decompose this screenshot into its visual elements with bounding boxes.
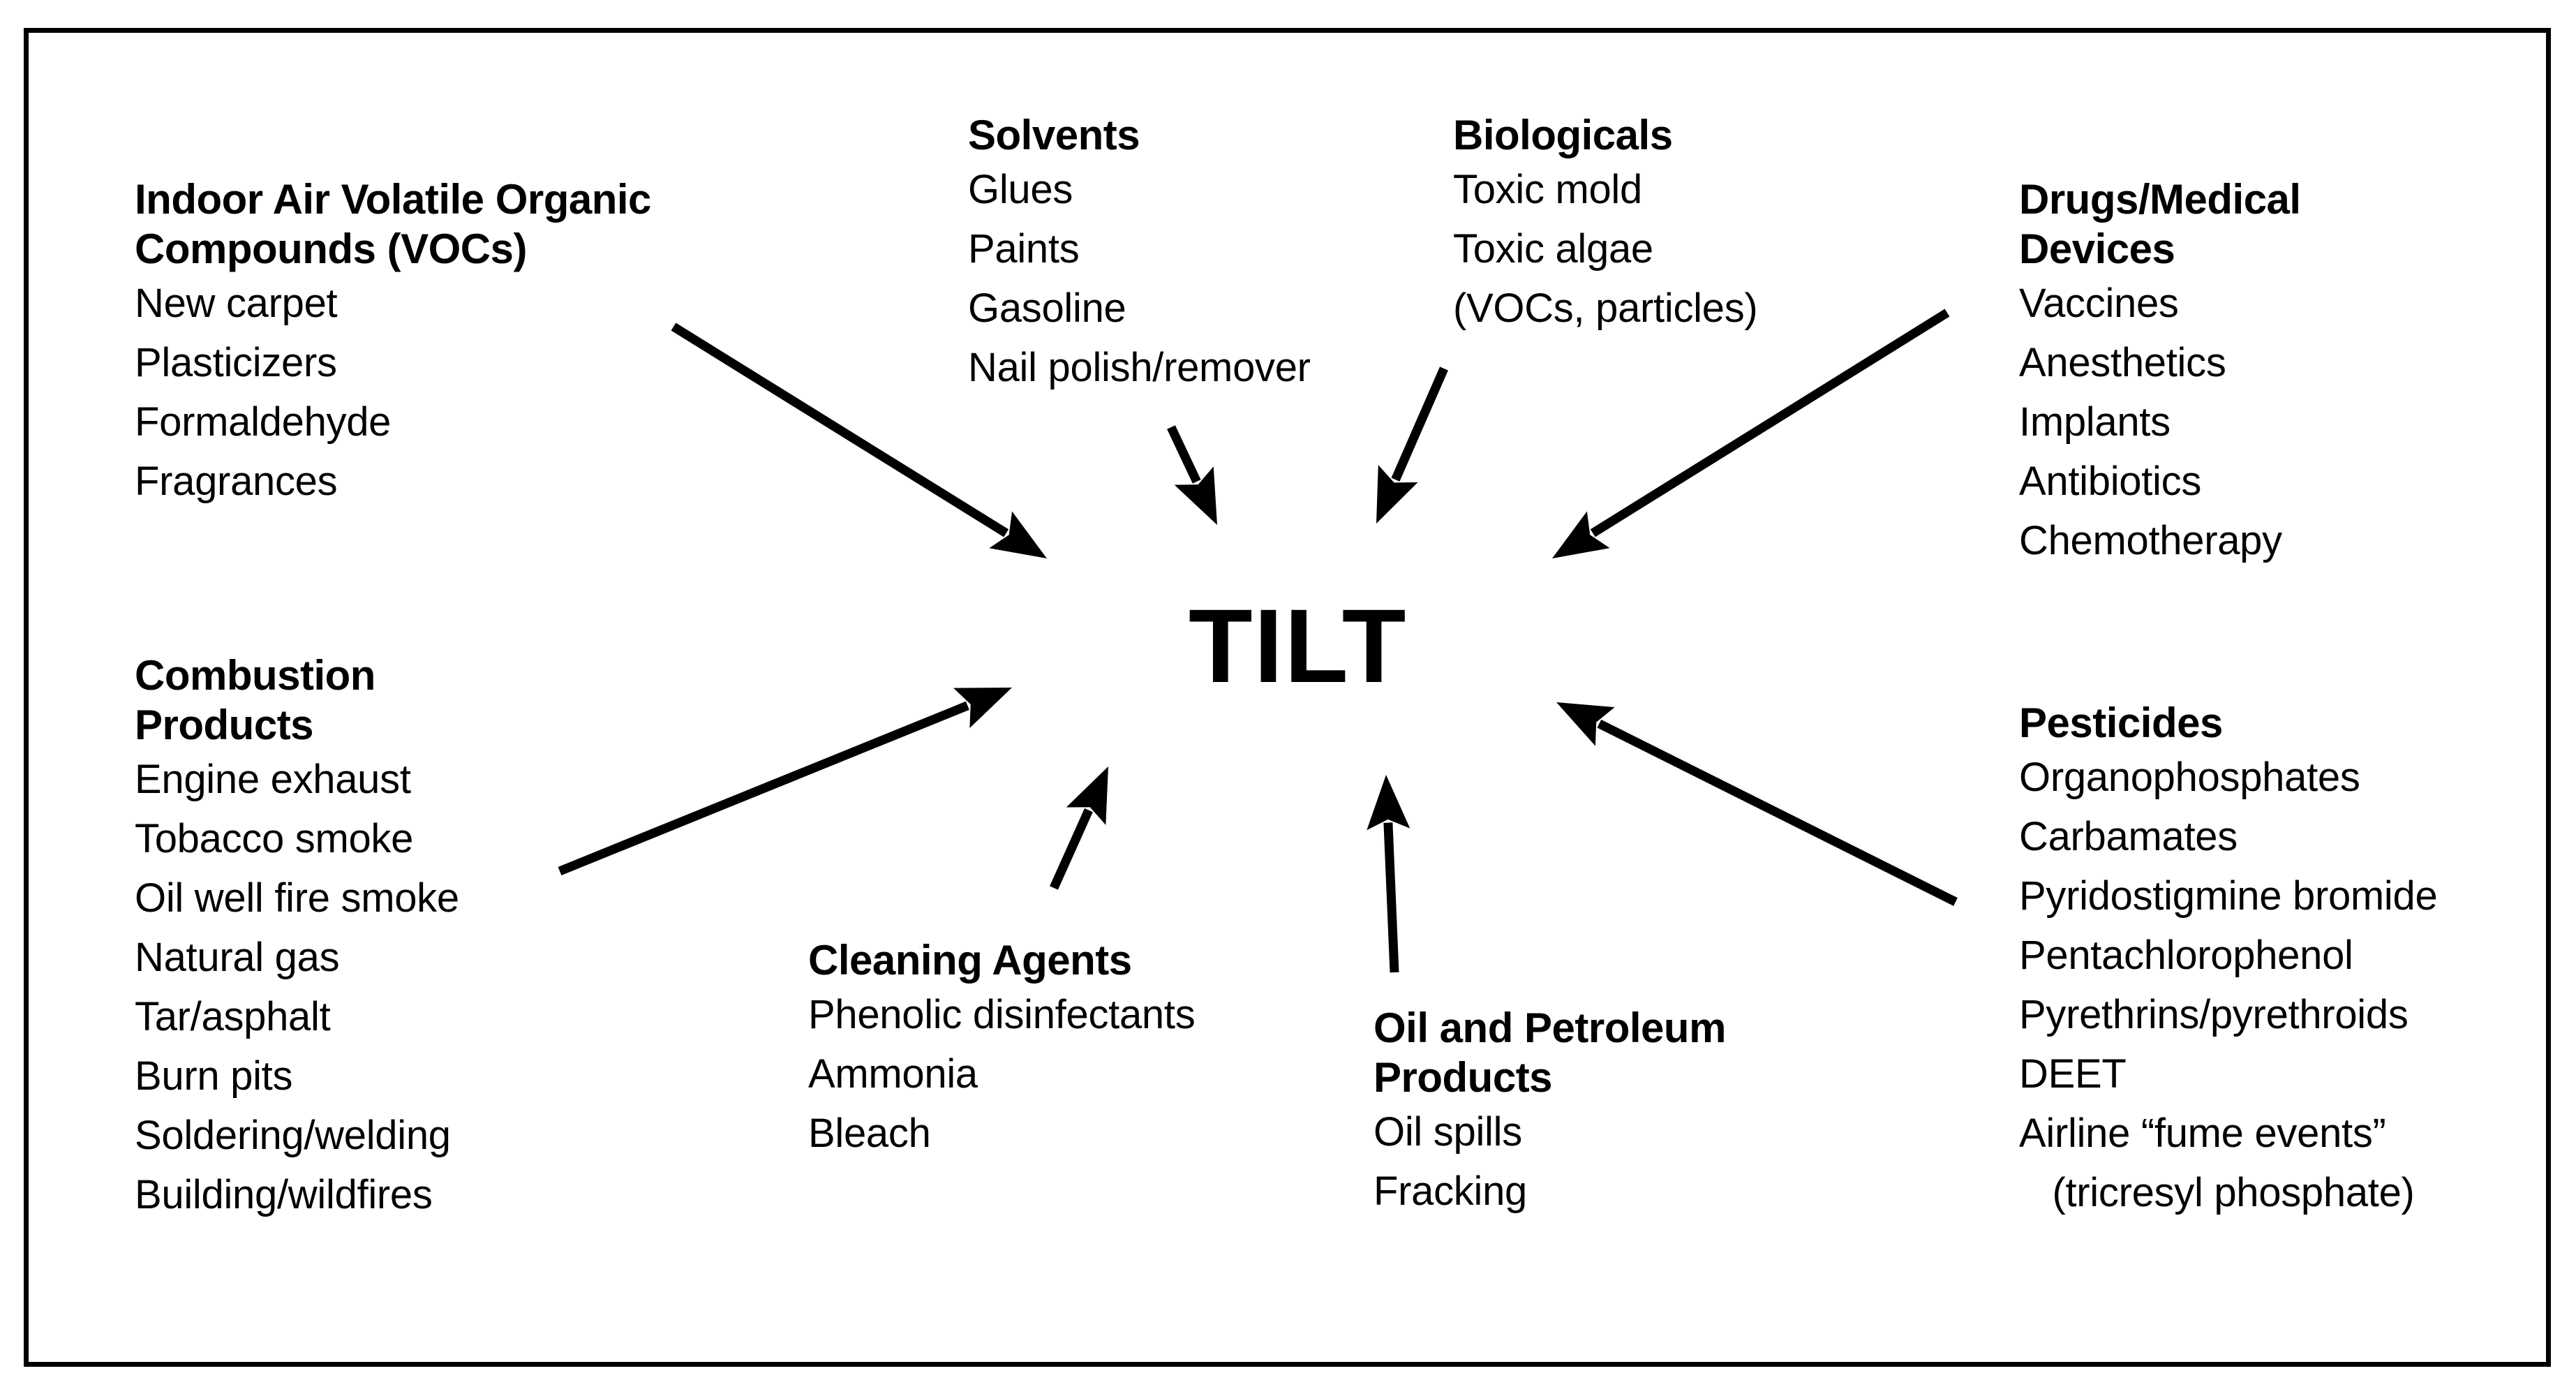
block-item: Paints bbox=[968, 226, 1080, 272]
center-label-tilt: TILT bbox=[1189, 587, 1408, 704]
block-item: (VOCs, particles) bbox=[1453, 286, 1758, 331]
block-item: Vaccines bbox=[2019, 281, 2179, 326]
block-item: Tar/asphalt bbox=[135, 994, 331, 1039]
block-item: Burn pits bbox=[135, 1053, 293, 1099]
block-item: Airline “fume events” bbox=[2019, 1111, 2386, 1156]
block-item: Oil spills bbox=[1373, 1109, 1522, 1155]
block-item: Bleach bbox=[808, 1111, 931, 1156]
block-item: Anesthetics bbox=[2019, 340, 2226, 385]
block-item: Glues bbox=[968, 167, 1073, 212]
block-item: Implants bbox=[2019, 399, 2171, 445]
block-pesticides: Pesticides Organophosphates Carbamates P… bbox=[2019, 698, 2438, 1222]
block-item: Toxic mold bbox=[1453, 167, 1642, 212]
block-combustion-products: Combustion Products Engine exhaust Tobac… bbox=[135, 651, 459, 1224]
block-biologicals: Biologicals Toxic mold Toxic algae (VOCs… bbox=[1453, 110, 1758, 338]
block-item: Tobacco smoke bbox=[135, 816, 414, 861]
block-item: Pentachlorophenol bbox=[2019, 933, 2353, 978]
block-item: Phenolic disinfectants bbox=[808, 992, 1196, 1037]
block-item: Toxic algae bbox=[1453, 226, 1653, 272]
block-item: Building/wildfires bbox=[135, 1172, 433, 1217]
block-indoor-air-vocs: Indoor Air Volatile Organic Compounds (V… bbox=[135, 175, 651, 511]
block-item: Organophosphates bbox=[2019, 755, 2360, 800]
block-item: Engine exhaust bbox=[135, 757, 411, 802]
block-heading: Combustion Products bbox=[135, 652, 375, 748]
block-item: Fracking bbox=[1373, 1169, 1527, 1214]
block-heading: Drugs/Medical Devices bbox=[2019, 176, 2301, 272]
block-heading: Solvents bbox=[968, 112, 1140, 158]
diagram-border bbox=[24, 28, 2551, 1367]
block-item: Oil well fire smoke bbox=[135, 875, 459, 921]
block-item: Pyrethrins/pyrethroids bbox=[2019, 992, 2409, 1037]
block-solvents: Solvents Glues Paints Gasoline Nail poli… bbox=[968, 110, 1311, 397]
block-item: Natural gas bbox=[135, 935, 340, 980]
block-heading: Pesticides bbox=[2019, 699, 2223, 746]
block-drugs-medical-devices: Drugs/Medical Devices Vaccines Anestheti… bbox=[2019, 175, 2301, 570]
block-item: Soldering/welding bbox=[135, 1113, 451, 1158]
block-item: DEET bbox=[2019, 1051, 2127, 1097]
block-item: New carpet bbox=[135, 281, 338, 326]
block-item: Pyridostigmine bromide bbox=[2019, 873, 2438, 919]
block-item: Formaldehyde bbox=[135, 399, 392, 445]
block-item: Gasoline bbox=[968, 286, 1126, 331]
block-item: Chemotherapy bbox=[2019, 518, 2282, 563]
block-item: Antibiotics bbox=[2019, 459, 2202, 504]
block-heading: Oil and Petroleum Products bbox=[1373, 1004, 1726, 1101]
block-item: Fragrances bbox=[135, 459, 338, 504]
block-item: Nail polish/remover bbox=[968, 345, 1311, 390]
block-item: Ammonia bbox=[808, 1051, 978, 1097]
block-heading: Biologicals bbox=[1453, 112, 1673, 158]
block-heading: Indoor Air Volatile Organic Compounds (V… bbox=[135, 176, 651, 272]
block-item: Carbamates bbox=[2019, 814, 2238, 859]
block-item: Plasticizers bbox=[135, 340, 337, 385]
block-oil-and-petroleum-products: Oil and Petroleum Products Oil spills Fr… bbox=[1373, 1003, 1726, 1221]
block-cleaning-agents: Cleaning Agents Phenolic disinfectants A… bbox=[808, 935, 1196, 1163]
block-item: (tricresyl phosphate) bbox=[2019, 1170, 2415, 1215]
block-heading: Cleaning Agents bbox=[808, 937, 1132, 984]
